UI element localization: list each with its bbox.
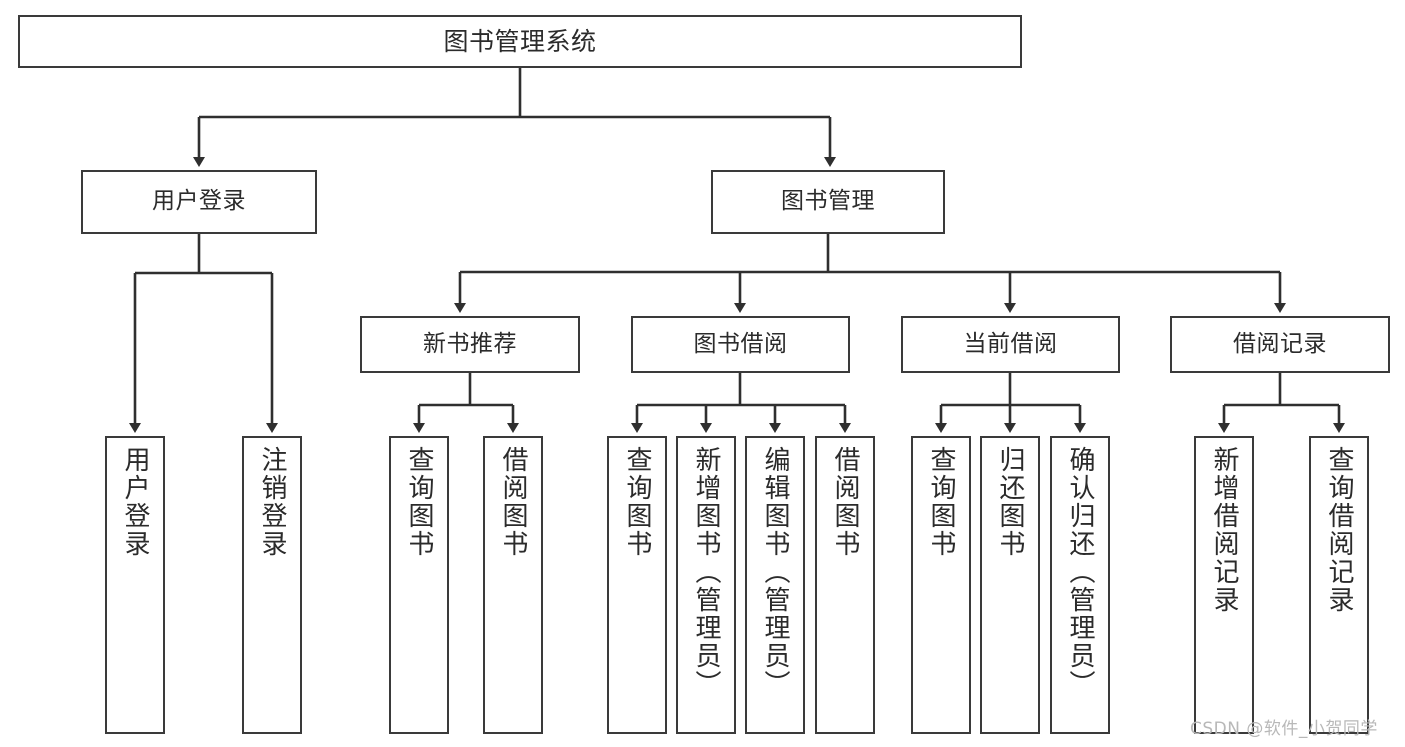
node-root-label: 图书管理系统 xyxy=(443,26,597,56)
node-leaf-query-book-3-label: 查询图书 xyxy=(926,446,956,558)
node-leaf-confirm-return-label: 确认归还（管理员） xyxy=(1065,446,1095,698)
node-leaf-query-book-2[interactable]: 查询图书 xyxy=(607,436,667,734)
node-leaf-borrow-book-1-label: 借阅图书 xyxy=(498,446,528,558)
node-leaf-add-record[interactable]: 新增借阅记录 xyxy=(1194,436,1254,734)
node-leaf-add-book[interactable]: 新增图书（管理员） xyxy=(676,436,736,734)
node-leaf-user-login[interactable]: 用户登录 xyxy=(105,436,165,734)
node-leaf-user-logout[interactable]: 注销登录 xyxy=(242,436,302,734)
node-leaf-add-book-label: 新增图书（管理员） xyxy=(691,446,721,698)
node-leaf-edit-book[interactable]: 编辑图书（管理员） xyxy=(745,436,805,734)
node-leaf-query-book-1-label: 查询图书 xyxy=(404,446,434,558)
node-book-management[interactable]: 图书管理 xyxy=(711,170,945,234)
node-user-login[interactable]: 用户登录 xyxy=(81,170,317,234)
node-root[interactable]: 图书管理系统 xyxy=(18,15,1022,68)
node-leaf-edit-book-label: 编辑图书（管理员） xyxy=(760,446,790,698)
node-borrow-record-label: 借阅记录 xyxy=(1233,330,1327,357)
node-book-borrow-label: 图书借阅 xyxy=(693,330,788,357)
node-current-borrow[interactable]: 当前借阅 xyxy=(901,316,1120,373)
node-current-borrow-label: 当前借阅 xyxy=(963,330,1058,357)
node-leaf-return-book[interactable]: 归还图书 xyxy=(980,436,1040,734)
node-new-book-recommend[interactable]: 新书推荐 xyxy=(360,316,580,373)
node-leaf-query-book-3[interactable]: 查询图书 xyxy=(911,436,971,734)
node-leaf-query-book-1[interactable]: 查询图书 xyxy=(389,436,449,734)
node-leaf-query-book-2-label: 查询图书 xyxy=(622,446,652,558)
node-new-book-recommend-label: 新书推荐 xyxy=(423,330,517,357)
node-leaf-query-record[interactable]: 查询借阅记录 xyxy=(1309,436,1369,734)
node-leaf-query-record-label: 查询借阅记录 xyxy=(1324,446,1354,614)
node-book-management-label: 图书管理 xyxy=(781,188,875,215)
csdn-watermark: CSDN @软件_小贺同学 xyxy=(1190,719,1378,739)
node-leaf-confirm-return[interactable]: 确认归还（管理员） xyxy=(1050,436,1110,734)
node-borrow-record[interactable]: 借阅记录 xyxy=(1170,316,1390,373)
node-leaf-borrow-book-1[interactable]: 借阅图书 xyxy=(483,436,543,734)
node-leaf-borrow-book-2[interactable]: 借阅图书 xyxy=(815,436,875,734)
node-leaf-user-login-label: 用户登录 xyxy=(120,446,150,558)
node-leaf-borrow-book-2-label: 借阅图书 xyxy=(830,446,860,558)
node-user-login-label: 用户登录 xyxy=(152,188,246,215)
node-leaf-add-record-label: 新增借阅记录 xyxy=(1209,446,1239,614)
node-leaf-user-logout-label: 注销登录 xyxy=(257,446,287,558)
node-book-borrow[interactable]: 图书借阅 xyxy=(631,316,850,373)
node-leaf-return-book-label: 归还图书 xyxy=(995,446,1025,558)
